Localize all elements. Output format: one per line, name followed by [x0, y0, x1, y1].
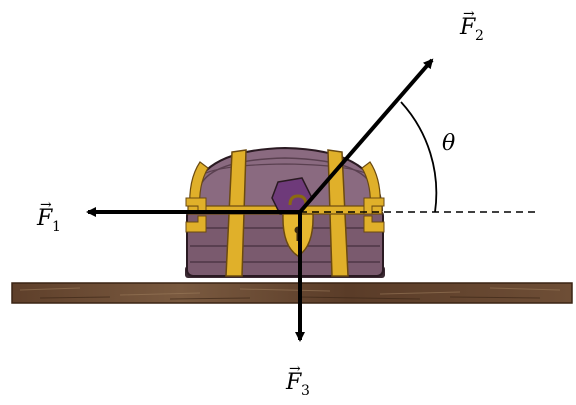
force-label-f2-symbol: F [459, 15, 476, 40]
force-label-f1: F → 1 [36, 197, 61, 235]
force-label-f2-subscript: 2 [475, 28, 484, 44]
angle-arc [400, 101, 438, 213]
force-label-f1-symbol: F [36, 206, 53, 231]
angle-label-theta: θ [442, 131, 455, 156]
force-label-f2: F → 2 [459, 6, 484, 44]
force-label-f1-vector-mark: → [40, 197, 52, 213]
force-label-f3: F → 3 [285, 361, 310, 399]
wooden-floor-icon [11, 282, 573, 304]
force-label-f1-subscript: 1 [52, 219, 61, 235]
force-label-f3-subscript: 3 [301, 383, 310, 399]
force-label-f3-symbol: F [285, 370, 302, 395]
force-label-f2-vector-mark: → [463, 6, 475, 22]
force-arrow-f2 [298, 58, 434, 214]
force-label-f3-vector-mark: → [289, 361, 301, 377]
